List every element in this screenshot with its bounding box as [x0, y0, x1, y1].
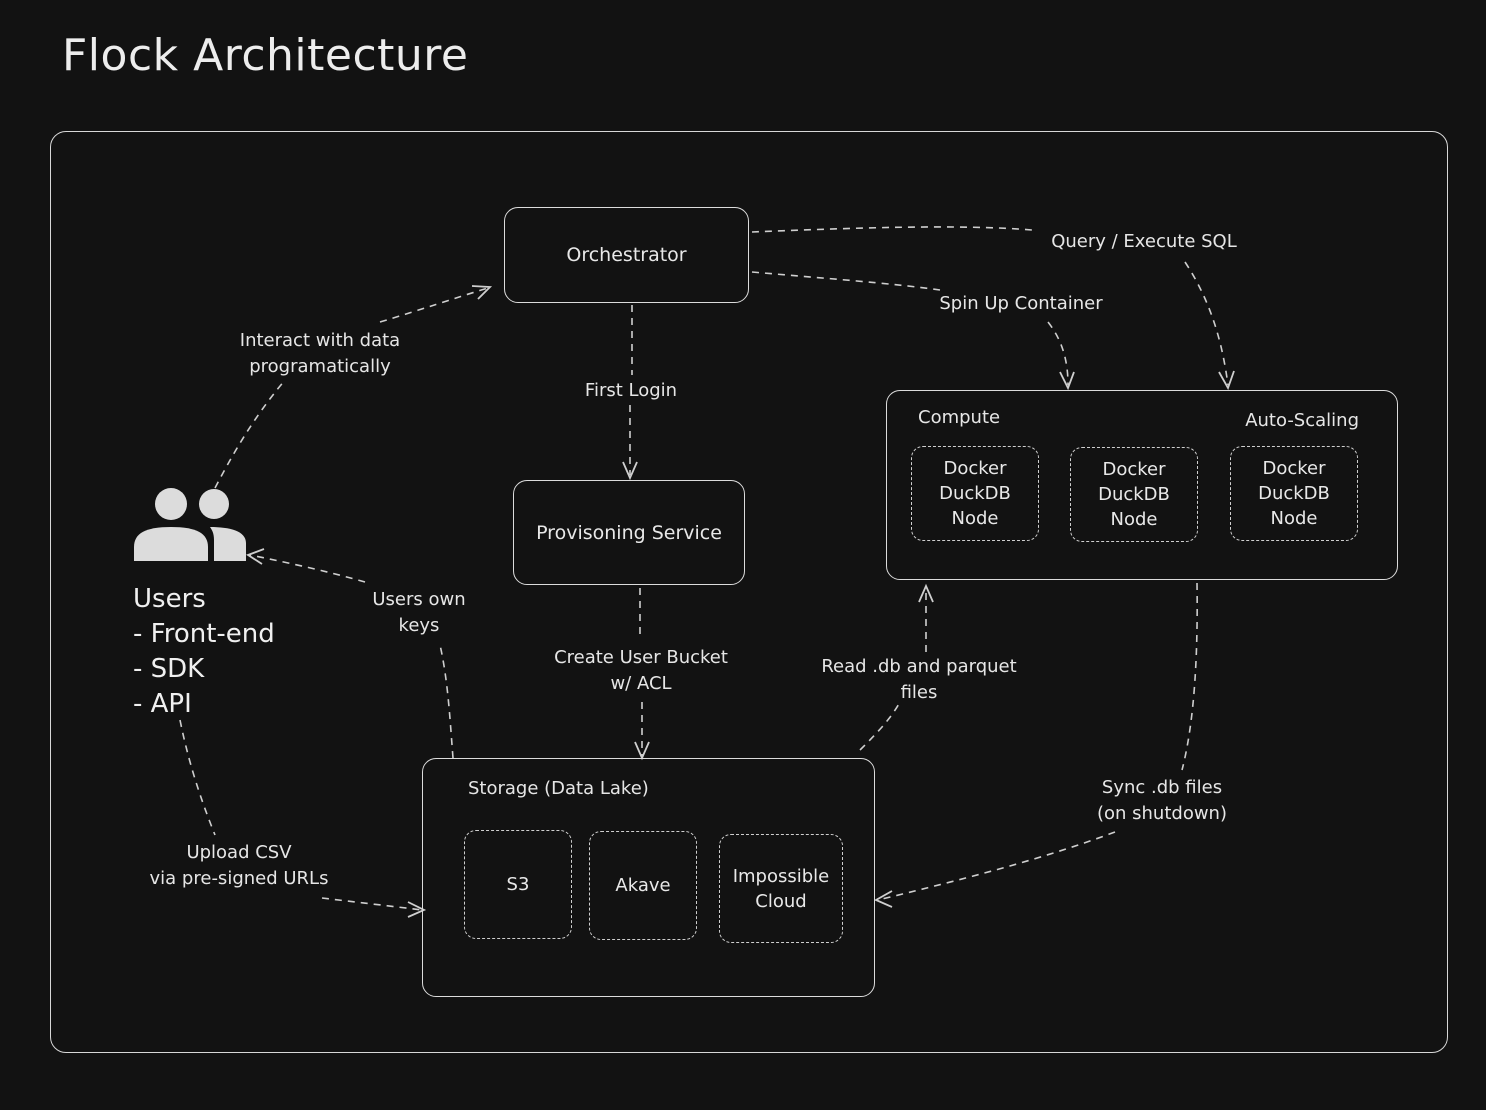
- edge-upload: [179, 719, 216, 836]
- arrowhead-read: [918, 583, 934, 603]
- edge-label-sync: Sync .db files (on shutdown): [1096, 777, 1227, 824]
- edge-sync-2: [877, 831, 1116, 901]
- page-title: Flock Architecture: [62, 30, 469, 81]
- edge-label-read-files: Read .db and parquet files: [821, 656, 1017, 703]
- arrowhead-spin: [1059, 371, 1075, 391]
- edge-keys-2: [249, 554, 366, 583]
- storage-impossible-cloud[interactable]: Impossible Cloud: [719, 834, 843, 943]
- compute-node-1[interactable]: Docker DuckDB Node: [911, 446, 1039, 541]
- storage-akave[interactable]: Akave: [589, 831, 697, 940]
- auto-scaling-label: Auto-Scaling: [1245, 410, 1359, 431]
- compute-node-2[interactable]: Docker DuckDB Node: [1070, 447, 1198, 542]
- edge-label-first-login: First Login: [584, 380, 678, 401]
- storage-s3[interactable]: S3: [464, 830, 572, 939]
- edge-label-query: Query / Execute SQL: [1051, 231, 1237, 252]
- edge-label-create-bucket: Create User Bucket w/ ACL: [554, 647, 728, 694]
- arrowhead-first-login: [622, 461, 638, 481]
- orchestrator-node[interactable]: Orchestrator: [504, 207, 749, 303]
- storage-group[interactable]: Storage (Data Lake) S3 Akave Impossible …: [422, 758, 875, 997]
- edge-query: [751, 226, 1033, 233]
- edge-read: [859, 701, 901, 751]
- edge-query-2: [1184, 261, 1229, 386]
- edge-sync: [1181, 582, 1198, 771]
- edge-interact-2: [379, 287, 489, 323]
- edge-keys: [439, 644, 454, 759]
- arrowhead-sync: [873, 890, 893, 908]
- arrowhead-keys: [246, 548, 265, 565]
- compute-node-3[interactable]: Docker DuckDB Node: [1230, 446, 1358, 541]
- arrowhead-interact: [471, 285, 493, 300]
- users-item-front-end: - Front-end: [133, 619, 275, 649]
- edge-label-users-keys: Users own keys: [372, 589, 466, 636]
- edge-label-spin-up: Spin Up Container: [939, 293, 1103, 314]
- arrowhead-upload: [407, 901, 427, 918]
- users-item-api: - API: [133, 689, 192, 719]
- storage-label: Storage (Data Lake): [468, 778, 649, 799]
- users-icon: [130, 485, 252, 565]
- diagram-frame: [50, 131, 1448, 1053]
- users-title: Users: [133, 584, 206, 614]
- provisioning-label: Provisoning Service: [536, 521, 722, 544]
- users-item-sdk: - SDK: [133, 654, 205, 684]
- edge-spin: [751, 271, 941, 291]
- edge-label-upload: Upload CSV via pre-signed URLs: [149, 842, 329, 889]
- edge-upload-2: [321, 897, 423, 911]
- orchestrator-label: Orchestrator: [566, 244, 687, 266]
- arrowhead-query: [1218, 370, 1235, 391]
- compute-label: Compute: [918, 407, 1001, 428]
- users-label-block: Users - Front-end - SDK - API: [133, 582, 275, 722]
- edge-interact: [214, 379, 286, 489]
- edge-label-interact: Interact with data programatically: [239, 330, 401, 377]
- edge-spin-2: [1047, 321, 1069, 386]
- provisioning-service-node[interactable]: Provisoning Service: [513, 480, 745, 585]
- compute-group[interactable]: Compute Auto-Scaling Docker DuckDB Node …: [886, 390, 1398, 580]
